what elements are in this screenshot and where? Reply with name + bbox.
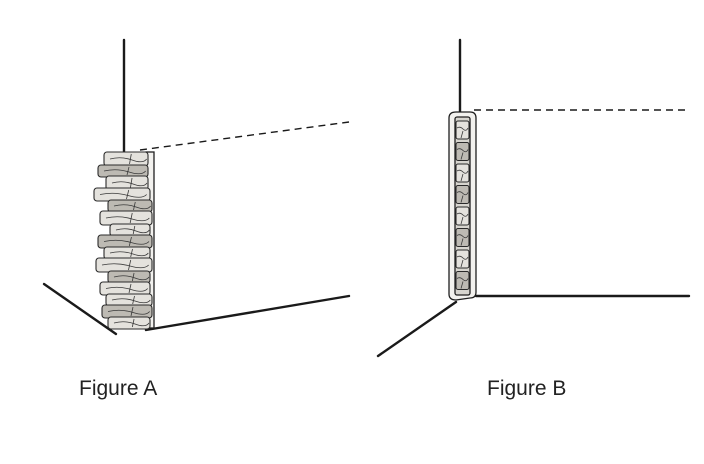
stone-block [103,246,151,260]
stone-block [101,304,153,319]
trim-stone [455,120,470,140]
trim-stone [455,227,470,248]
stone-block [93,187,151,202]
stone-block [103,151,149,167]
figure-b-floor-left [376,300,458,358]
stone-block [109,223,151,237]
stone-block [107,199,153,213]
figure-a-floor-left [42,282,118,336]
trim-stone [455,270,470,291]
stone-block [97,164,149,178]
trim-stone [455,141,470,162]
figure-a-caption: Figure A [79,377,158,400]
trim-stone [455,163,470,183]
stone-block [99,210,153,226]
figure-a-floor-right [144,294,351,332]
stone-block [105,293,153,307]
stone-block [95,257,153,273]
figure-b-drawing [376,38,691,358]
trim-stone [455,184,470,205]
trim-stone [455,206,470,226]
figure-b-stone-trim [448,111,477,301]
stone-block [97,234,153,249]
figure-a-stone-column [93,151,155,330]
figure-b-caption: Figure B [487,377,567,400]
figure-a-drawing [42,38,351,336]
stone-block [107,316,151,330]
stone-block [107,270,151,284]
stone-block [99,281,151,296]
figure-a-dashed-top [139,121,350,151]
trim-stone [455,249,470,269]
